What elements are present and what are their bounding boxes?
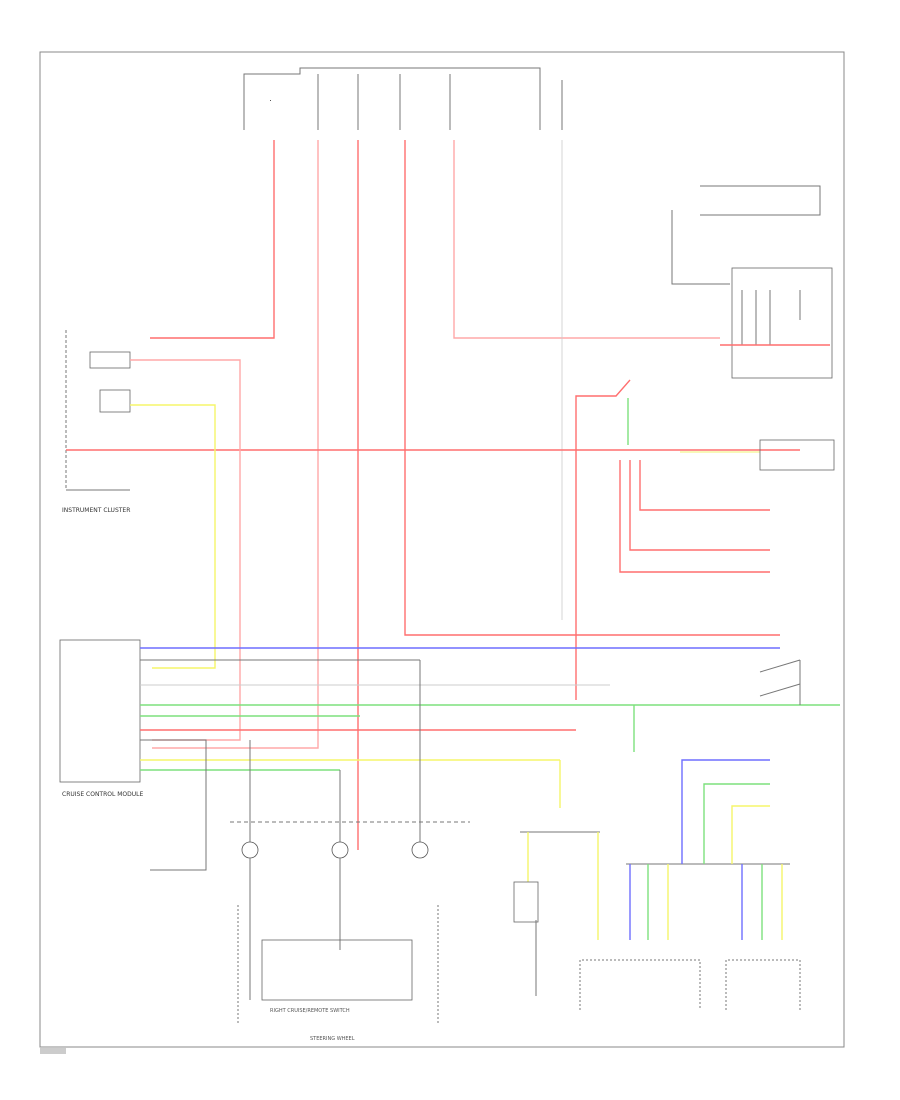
instrument-cluster-label: INSTRUMENT CLUSTER [62, 507, 130, 514]
cruise-control-module: CRUISE CONTROL MODULE [59, 639, 840, 871]
footer-mark [40, 1048, 66, 1054]
red-feed-wires [150, 140, 780, 850]
cruise-control-module-label: CRUISE CONTROL MODULE [62, 791, 143, 798]
steering-wheel-label: STEERING WHEEL [310, 1036, 355, 1042]
instrument-cluster: INSTRUMENT CLUSTER [62, 330, 800, 741]
steering-wheel-section: RIGHT CRUISE/REMOTE SWITCH STEERING WHEE… [230, 660, 470, 1042]
diagram-frame [39, 51, 845, 1048]
cruise-switch-label: RIGHT CRUISE/REMOTE SWITCH [270, 1008, 350, 1014]
lower-right-connectors [579, 759, 801, 1010]
right-branch-wiring [575, 379, 835, 700]
brake-relay-section [513, 705, 635, 996]
right-upper-module [671, 185, 833, 379]
right-rail-switches [759, 659, 801, 705]
fuse-block-top [243, 67, 563, 130]
